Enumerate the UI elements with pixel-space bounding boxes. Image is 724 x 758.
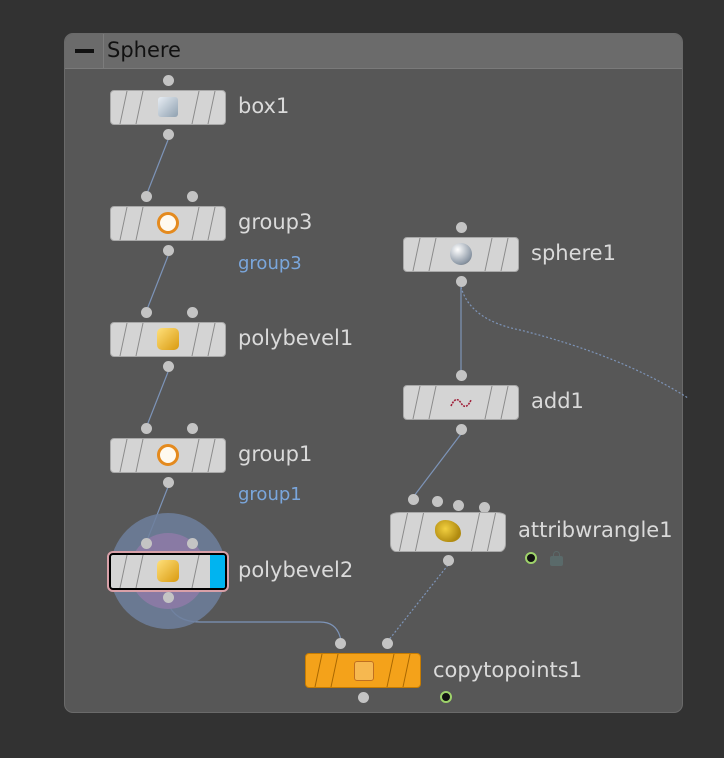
node-label: attribwrangle1 [518, 518, 673, 542]
node-sphere1[interactable] [403, 237, 519, 272]
group3-output[interactable] [163, 245, 174, 256]
node-comment: group3 [238, 253, 302, 274]
wrangle-icon [435, 520, 461, 542]
sphere1-input[interactable] [456, 222, 467, 233]
copytopoints-input-1[interactable] [335, 638, 346, 649]
collapse-button[interactable] [65, 34, 104, 68]
polybevel2-input-2[interactable] [187, 538, 198, 549]
node-label: box1 [238, 94, 290, 118]
network-box-title: Sphere [107, 38, 181, 62]
node-add1[interactable] [403, 385, 519, 420]
wire-group3-polybevel1 [145, 255, 169, 313]
box-icon [158, 97, 178, 117]
wire-sphere1-offscreen [460, 286, 689, 399]
add1-output[interactable] [456, 424, 467, 435]
lock-icon[interactable] [550, 551, 563, 566]
node-comment: group1 [238, 484, 302, 505]
sphere1-output[interactable] [456, 276, 467, 287]
group-icon [157, 212, 179, 234]
copy-icon [354, 661, 374, 681]
node-box1[interactable] [110, 90, 226, 125]
group1-input-2[interactable] [187, 423, 198, 434]
minus-icon [75, 49, 94, 53]
copytopoints-input-2[interactable] [382, 638, 393, 649]
polybevel1-input[interactable] [141, 307, 152, 318]
wrangle-input-2[interactable] [432, 496, 443, 507]
display-flag[interactable] [210, 555, 225, 588]
group3-input-2[interactable] [187, 191, 198, 202]
node-label: group3 [238, 210, 313, 234]
polybevel-icon [157, 328, 179, 350]
polybevel1-input-2[interactable] [187, 307, 198, 318]
sphere-icon [450, 243, 472, 265]
wire-box1-group3 [145, 139, 169, 197]
node-label: polybevel1 [238, 326, 354, 350]
node-polybevel2[interactable] [109, 553, 227, 590]
copytopoints-output[interactable] [358, 692, 369, 703]
node-polybevel1[interactable] [110, 322, 226, 357]
node-label: group1 [238, 442, 313, 466]
wire-polybevel1-group1 [145, 371, 169, 429]
group1-output[interactable] [163, 477, 174, 488]
wrangle-output[interactable] [443, 555, 454, 566]
add-icon [450, 398, 472, 408]
wrangle-input-1[interactable] [408, 494, 419, 505]
node-label: copytopoints1 [433, 658, 583, 682]
wrangle-input-3[interactable] [453, 500, 464, 511]
group3-input[interactable] [141, 191, 152, 202]
polybevel2-input[interactable] [141, 538, 152, 549]
add1-input[interactable] [456, 370, 467, 381]
polybevel1-output[interactable] [163, 361, 174, 372]
box1-input[interactable] [163, 75, 174, 86]
polybevel2-output[interactable] [163, 592, 174, 603]
wire-wrangle-copy [387, 564, 449, 642]
group1-input[interactable] [141, 423, 152, 434]
node-group1[interactable] [110, 438, 226, 473]
box1-output[interactable] [163, 129, 174, 140]
time-dependent-icon [440, 691, 452, 703]
polybevel-icon [157, 560, 179, 582]
wire-add1-wrangle [413, 433, 462, 497]
node-copytopoints1[interactable] [305, 653, 421, 688]
node-label: polybevel2 [238, 558, 354, 582]
node-group3[interactable] [110, 206, 226, 241]
node-label: add1 [531, 389, 584, 413]
node-attribwrangle1[interactable] [390, 512, 506, 552]
group-icon [157, 444, 179, 466]
node-label: sphere1 [531, 241, 616, 265]
wrangle-input-4[interactable] [479, 502, 490, 513]
time-dependent-icon [525, 552, 537, 564]
network-box-header[interactable]: Sphere [65, 34, 682, 69]
